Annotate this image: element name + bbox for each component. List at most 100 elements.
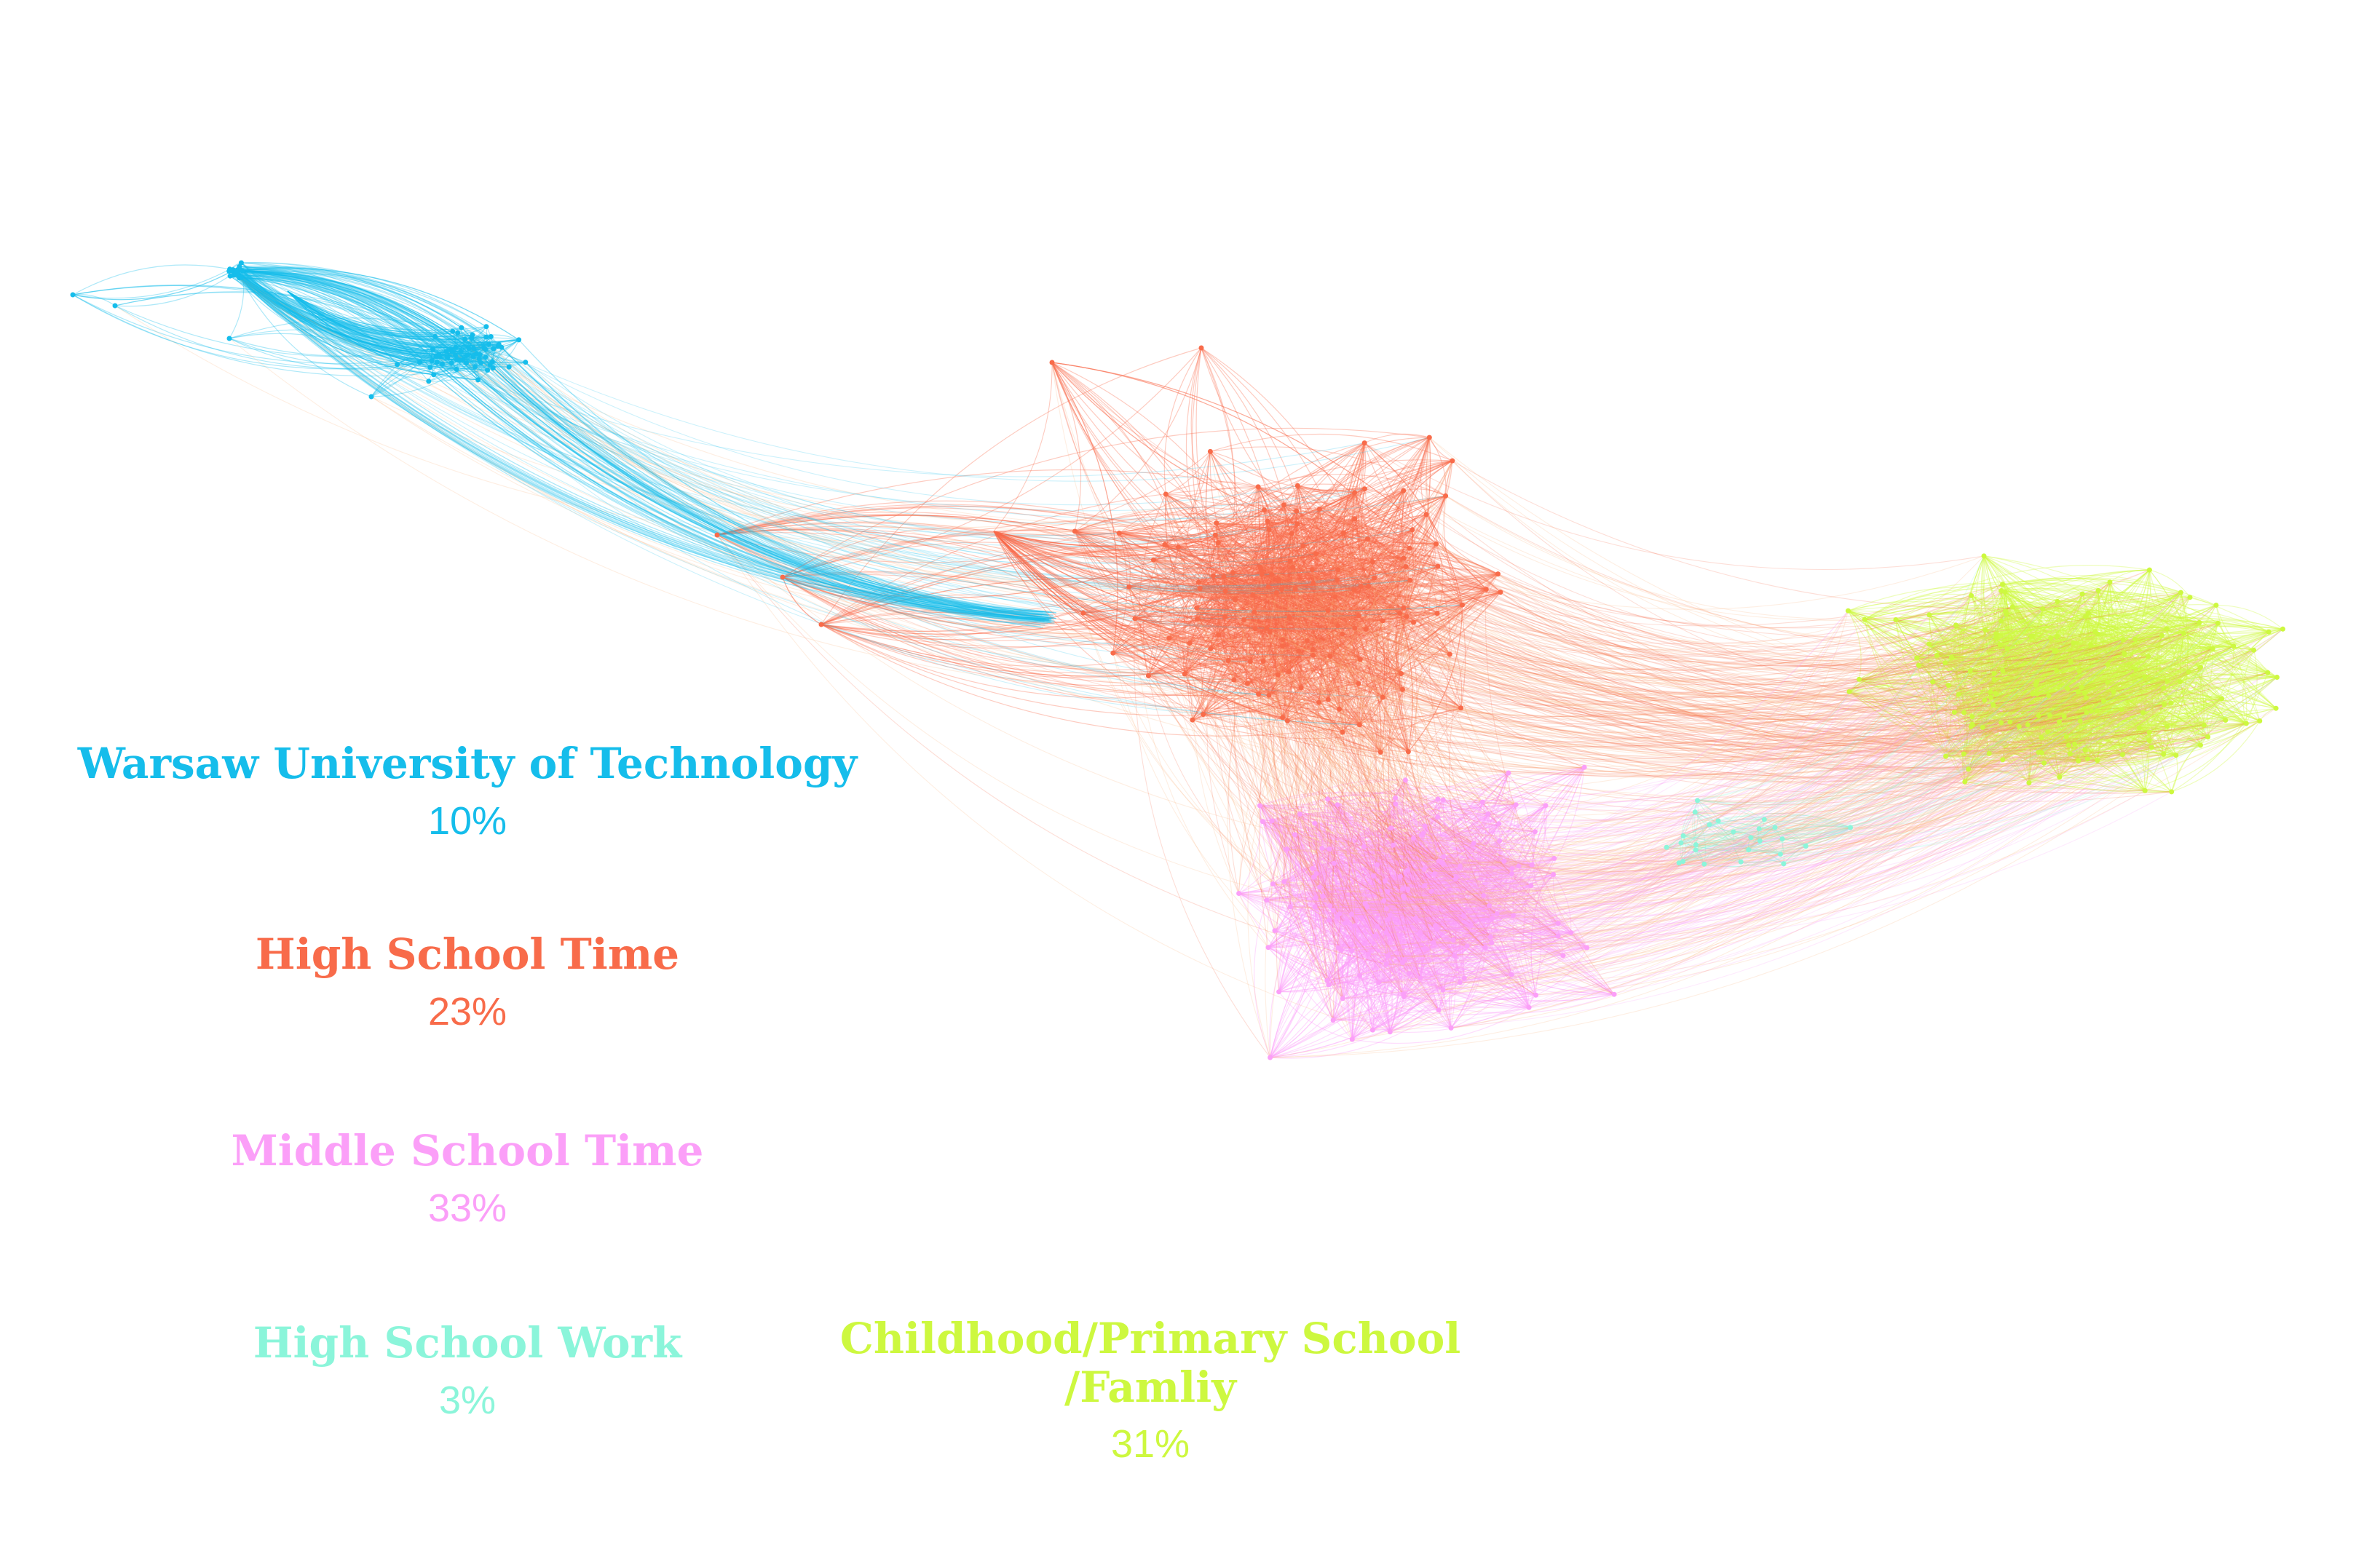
graph-edge bbox=[239, 266, 440, 355]
graph-edge bbox=[1192, 659, 1361, 721]
graph-edge bbox=[461, 328, 474, 357]
graph-edge bbox=[1268, 523, 1298, 587]
graph-edge bbox=[1233, 679, 1340, 710]
graph-edge bbox=[1218, 536, 1373, 563]
graph-edge bbox=[1217, 542, 1279, 581]
graph-edge bbox=[1269, 615, 1383, 632]
graph-edge bbox=[229, 317, 499, 347]
graph-edge bbox=[464, 338, 494, 349]
graph-edge bbox=[821, 624, 1267, 667]
graph-edge bbox=[1186, 542, 1219, 721]
graph-edge bbox=[1075, 531, 1270, 696]
graph-edge bbox=[1178, 543, 1436, 569]
graph-edge bbox=[232, 269, 499, 348]
graph-edge bbox=[241, 277, 494, 369]
graph-edge bbox=[1260, 566, 1383, 622]
graph-edge bbox=[1147, 518, 1355, 676]
graph-edge bbox=[229, 275, 499, 349]
graph-edge bbox=[1258, 694, 1381, 753]
graph-edge bbox=[235, 270, 475, 368]
graph-edge bbox=[235, 270, 493, 362]
graph-edge bbox=[1235, 598, 1361, 660]
graph-edge bbox=[1218, 611, 1255, 635]
graph-edge bbox=[1134, 585, 1361, 627]
graph-edge bbox=[1266, 627, 1403, 690]
graph-edge bbox=[1288, 579, 1410, 673]
graph-edge bbox=[1178, 544, 1338, 581]
graph-edge bbox=[237, 270, 458, 360]
graph-edge bbox=[1294, 588, 1359, 684]
graph-edge bbox=[1276, 509, 1320, 594]
graph-edge bbox=[821, 624, 1343, 677]
graph-edge bbox=[460, 351, 488, 371]
graph-edge bbox=[1302, 518, 1356, 547]
graph-edge bbox=[435, 350, 526, 363]
graph-edge bbox=[1282, 509, 1325, 718]
graph-edge bbox=[1074, 531, 1264, 662]
graph-edge bbox=[397, 337, 519, 365]
graph-edge bbox=[1215, 534, 1401, 614]
graph-edge bbox=[236, 270, 432, 362]
graph-edge bbox=[1281, 443, 1365, 590]
graph-edge bbox=[240, 262, 453, 352]
graph-edge bbox=[716, 521, 1270, 632]
graph-edge bbox=[239, 277, 434, 376]
graph-edge bbox=[1075, 531, 1368, 563]
graph-edge bbox=[1297, 485, 1487, 590]
graph-edge bbox=[1278, 577, 1404, 608]
graph-edge bbox=[1235, 569, 1262, 600]
graph-edge bbox=[460, 350, 488, 370]
graph-edge bbox=[236, 270, 456, 348]
graph-edge bbox=[72, 285, 437, 357]
graph-edge bbox=[1178, 547, 1383, 622]
graph-edge bbox=[239, 266, 458, 334]
graph-edge bbox=[229, 270, 477, 354]
graph-edge bbox=[1268, 586, 1359, 684]
graph-edge bbox=[1210, 545, 1304, 649]
graph-edge bbox=[1200, 588, 1403, 690]
graph-edge bbox=[1169, 535, 1216, 639]
graph-edge bbox=[1218, 611, 1255, 635]
graph-edge bbox=[1343, 532, 1501, 593]
graph-edge bbox=[716, 515, 1338, 627]
graph-edge bbox=[1223, 576, 1284, 646]
graph-edge bbox=[1267, 520, 1369, 587]
graph-edge bbox=[232, 269, 473, 339]
graph-edge bbox=[371, 351, 447, 397]
graph-edge bbox=[1343, 532, 1385, 698]
graph-edge bbox=[232, 269, 502, 349]
graph-edge bbox=[235, 270, 456, 356]
graph-edge bbox=[1296, 510, 1404, 559]
graph-edge bbox=[242, 270, 499, 346]
graph-edge bbox=[492, 339, 520, 369]
graph-edge bbox=[1178, 492, 1355, 548]
graph-edge bbox=[1319, 604, 1463, 703]
graph-edge bbox=[1284, 504, 1501, 593]
graph-edge bbox=[1284, 501, 1413, 531]
graph-edge bbox=[1257, 486, 1411, 581]
graph-edge bbox=[1262, 514, 1427, 662]
graph-edge bbox=[435, 336, 510, 368]
graph-edge bbox=[233, 274, 453, 353]
graph-edge bbox=[1337, 533, 1350, 627]
graph-edge bbox=[1247, 592, 1501, 684]
graph-edge bbox=[1368, 585, 1501, 602]
graph-edge bbox=[235, 271, 431, 368]
graph-edge bbox=[1282, 495, 1446, 646]
graph-edge bbox=[230, 275, 491, 365]
graph-edge bbox=[1196, 607, 1251, 662]
graph-edge bbox=[1291, 533, 1383, 698]
graph-edge bbox=[229, 338, 432, 370]
graph-edge bbox=[1128, 586, 1270, 632]
graph-edge bbox=[1254, 538, 1368, 613]
graph-edge bbox=[1216, 523, 1359, 684]
graph-edge bbox=[1267, 520, 1383, 622]
graph-edge bbox=[1165, 493, 1236, 600]
graph-edge bbox=[1327, 608, 1383, 622]
graph-edge bbox=[1128, 509, 1265, 587]
graph-edge bbox=[1182, 451, 1211, 715]
graph-edge bbox=[1354, 543, 1437, 629]
graph-edge bbox=[1134, 460, 1452, 619]
graph-edge bbox=[229, 271, 458, 335]
graph-edge bbox=[1337, 558, 1404, 572]
